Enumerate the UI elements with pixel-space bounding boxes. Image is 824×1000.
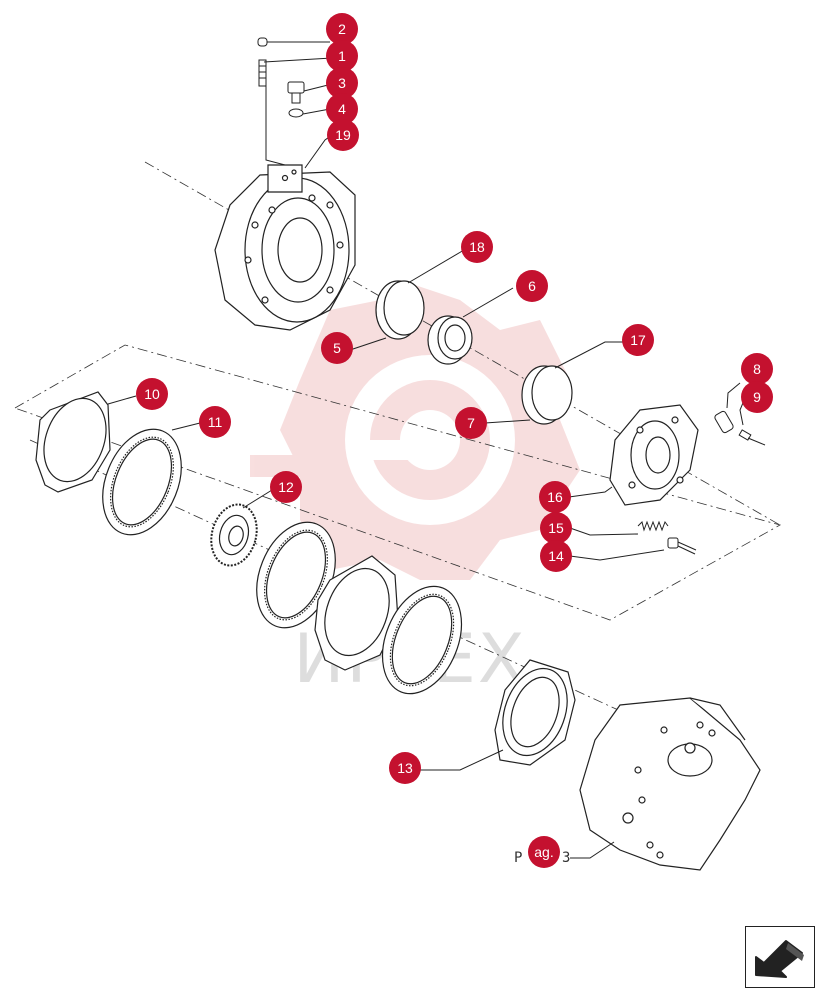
part-bolt-14 [667,537,697,555]
part-housing [214,164,356,331]
callout-19[interactable]: 19 [327,119,359,151]
part-spring [637,520,669,532]
callout-label: 4 [338,101,346,117]
part-axle-housing [579,697,761,871]
callout-label: 3 [338,75,346,91]
part-seal-ring-18 [375,280,425,340]
callout-14[interactable]: 14 [540,540,572,572]
callout-label: 14 [548,548,564,564]
part-stud [258,59,267,87]
callout-label: 17 [630,332,646,348]
callout-13[interactable]: 13 [389,752,421,784]
callout-16[interactable]: 16 [539,481,571,513]
callout-label: 5 [333,340,341,356]
callout-4[interactable]: 4 [326,93,358,125]
callout-11[interactable]: 11 [199,406,231,438]
part-steel-plate-b [314,555,399,671]
callout-label: 8 [753,361,761,377]
return-arrow-button[interactable] [745,926,815,988]
part-pressure-plate [494,659,576,766]
callout-label: 11 [208,414,223,430]
callout-label: 18 [469,239,485,255]
callout-5[interactable]: 5 [321,332,353,364]
page-reference[interactable]: P ag. 3 [514,836,570,868]
part-screw [738,429,766,446]
callout-3[interactable]: 3 [326,67,358,99]
callout-18[interactable]: 18 [461,231,493,263]
callout-label: 19 [335,127,351,143]
watermark-logo [250,280,580,580]
callout-label: 13 [397,760,413,776]
part-cap-nut [257,37,268,47]
part-seal-ring-17 [521,365,573,425]
callout-label: 16 [547,489,563,505]
callout-12[interactable]: 12 [270,471,302,503]
callout-1[interactable]: 1 [326,40,358,72]
callout-label: 10 [144,386,160,402]
page-ref-suffix: 3 [562,850,570,866]
page-ref-badge: ag. [534,844,553,860]
callout-8[interactable]: 8 [741,353,773,385]
callout-label: 9 [753,389,761,405]
callout-label: 2 [338,21,346,37]
callout-2[interactable]: 2 [326,13,358,45]
part-friction-disc-a [256,521,336,629]
callout-9[interactable]: 9 [741,381,773,413]
callout-17[interactable]: 17 [622,324,654,356]
part-hub [609,404,699,506]
callout-15[interactable]: 15 [540,512,572,544]
callout-10[interactable]: 10 [136,378,168,410]
part-steel-plate-10 [35,391,111,493]
return-arrow-icon [755,940,804,978]
part-bushing [427,315,473,365]
part-gear [210,503,258,567]
callout-6[interactable]: 6 [516,270,548,302]
part-friction-disc-b [381,585,463,695]
part-friction-disc-11 [102,428,182,536]
callout-label: 1 [338,48,346,64]
callout-label: 7 [467,415,475,431]
callout-label: 6 [528,278,536,294]
callout-label: 15 [548,520,564,536]
page-ref-prefix: P [514,850,522,866]
part-bolt [287,81,305,104]
callout-label: 12 [278,479,294,495]
callout-7[interactable]: 7 [455,407,487,439]
part-sleeve [714,410,734,434]
part-washer [288,108,304,118]
